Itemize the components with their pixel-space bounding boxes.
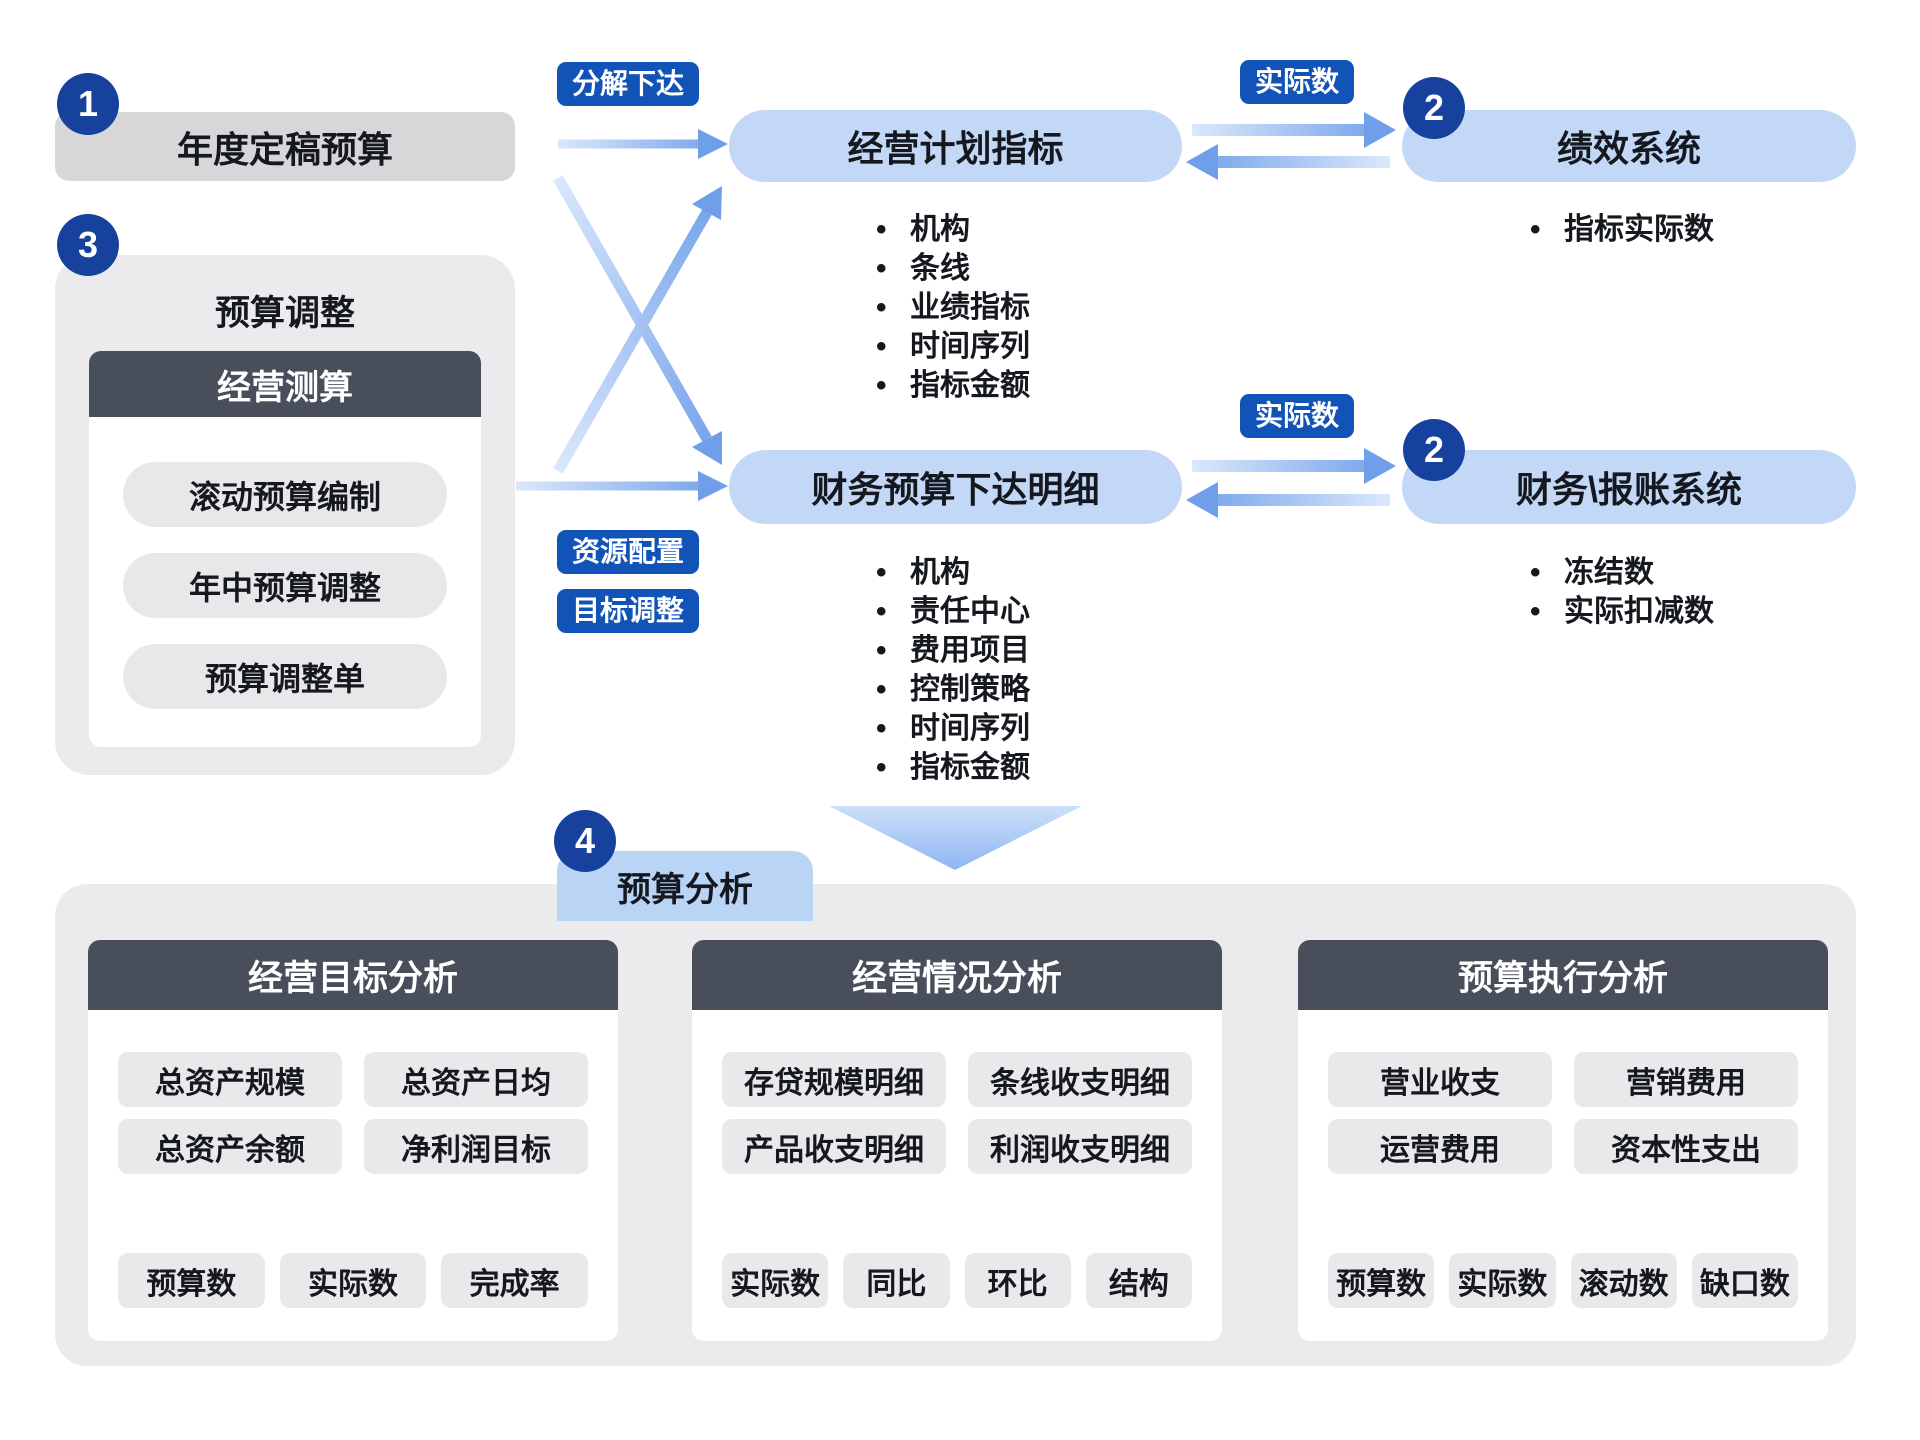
adjust-item-rolling-budget: 滚动预算编制 (123, 462, 447, 527)
analysis-card-body: 存贷规模明细 条线收支明细 产品收支明细 利润收支明细 实际数 同比 环比 结构 (692, 1010, 1222, 1341)
analysis-metric: 同比 (843, 1253, 950, 1308)
bullet-item: 机构 (868, 210, 1030, 249)
analysis-metric: 完成率 (441, 1253, 589, 1308)
plan-indicator-node: 经营计划指标 (729, 110, 1182, 182)
analysis-metric: 结构 (1085, 1253, 1192, 1308)
bullet-item: 指标金额 (868, 748, 1030, 787)
calc-card: 经营测算 滚动预算编制 年中预算调整 预算调整单 (89, 351, 481, 747)
step-badge-4: 4 (554, 810, 616, 872)
analysis-pill: 净利润目标 (364, 1119, 588, 1174)
analysis-metric: 预算数 (118, 1253, 265, 1308)
bullet-item: 指标实际数 (1522, 210, 1714, 249)
analysis-metric-row: 预算数 实际数 完成率 (118, 1253, 589, 1308)
bullet-item: 责任中心 (868, 592, 1030, 631)
analysis-card-situation: 经营情况分析 存贷规模明细 条线收支明细 产品收支明细 利润收支明细 实际数 同… (692, 940, 1222, 1341)
label-actual-mid: 实际数 (1240, 394, 1355, 438)
bullet-item: 冻结数 (1522, 553, 1714, 592)
finance-budget-detail-bullets: 机构 责任中心 费用项目 控制策略 时间序列 指标金额 (868, 553, 1030, 787)
analysis-pill: 资本性支出 (1574, 1119, 1798, 1174)
analysis-metric: 滚动数 (1570, 1253, 1677, 1308)
analysis-pill-grid: 总资产规模 总资产日均 总资产余额 净利润目标 (118, 1052, 588, 1174)
budget-adjust-title: 预算调整 (214, 294, 355, 333)
analysis-pill: 总资产日均 (364, 1052, 588, 1107)
analysis-pill: 利润收支明细 (968, 1119, 1192, 1174)
step-badge-1: 1 (57, 73, 119, 135)
analysis-pill: 营业收支 (1328, 1052, 1552, 1107)
adjust-item-adjust-form: 预算调整单 (123, 644, 447, 709)
bullet-item: 指标金额 (868, 366, 1030, 405)
performance-system-bullets: 指标实际数 (1522, 210, 1714, 249)
annual-budget-node: 年度定稿预算 (55, 112, 515, 181)
analysis-card-title: 预算执行分析 (1298, 940, 1828, 1010)
performance-system-node: 绩效系统 (1402, 110, 1856, 182)
analysis-card-title: 经营目标分析 (88, 940, 618, 1010)
analysis-pill: 条线收支明细 (968, 1052, 1192, 1107)
analysis-card-title: 经营情况分析 (692, 940, 1222, 1010)
bullet-item: 时间序列 (868, 327, 1030, 366)
step-badge-2-performance: 2 (1403, 77, 1465, 139)
analysis-pill: 产品收支明细 (722, 1119, 946, 1174)
analysis-metric: 预算数 (1328, 1253, 1435, 1308)
analysis-metric: 环比 (964, 1253, 1071, 1308)
calc-card-header: 经营测算 (89, 351, 481, 417)
calc-card-body: 滚动预算编制 年中预算调整 预算调整单 (89, 417, 481, 747)
analysis-card-body: 总资产规模 总资产日均 总资产余额 净利润目标 预算数 实际数 完成率 (88, 1010, 618, 1341)
analysis-pill-grid: 存贷规模明细 条线收支明细 产品收支明细 利润收支明细 (722, 1052, 1192, 1174)
analysis-metric: 缺口数 (1691, 1253, 1798, 1308)
adjust-item-midyear-adjust: 年中预算调整 (123, 553, 447, 618)
analysis-metric: 实际数 (722, 1253, 829, 1308)
analysis-pill-grid: 营业收支 营销费用 运营费用 资本性支出 (1328, 1052, 1798, 1174)
analysis-card-body: 营业收支 营销费用 运营费用 资本性支出 预算数 实际数 滚动数 缺口数 (1298, 1010, 1828, 1341)
analysis-tab: 预算分析 (557, 851, 813, 921)
bullet-item: 机构 (868, 553, 1030, 592)
bullet-item: 业绩指标 (868, 288, 1030, 327)
analysis-pill: 营销费用 (1574, 1052, 1798, 1107)
analysis-pill: 运营费用 (1328, 1119, 1552, 1174)
finance-budget-detail-node: 财务预算下达明细 (729, 450, 1182, 524)
step-badge-3: 3 (57, 214, 119, 276)
label-target-adjust: 目标调整 (557, 589, 700, 633)
bullet-item: 实际扣减数 (1522, 592, 1714, 631)
report-system-node: 财务\报账系统 (1402, 450, 1856, 524)
analysis-panel: 经营目标分析 总资产规模 总资产日均 总资产余额 净利润目标 预算数 实际数 完… (55, 884, 1856, 1366)
analysis-card-execution: 预算执行分析 营业收支 营销费用 运营费用 资本性支出 预算数 实际数 滚动数 … (1298, 940, 1828, 1341)
bullet-item: 条线 (868, 249, 1030, 288)
report-system-bullets: 冻结数 实际扣减数 (1522, 553, 1714, 631)
analysis-metric: 实际数 (279, 1253, 427, 1308)
budget-adjust-panel: 预算调整 经营测算 滚动预算编制 年中预算调整 预算调整单 (55, 255, 515, 775)
bullet-item: 控制策略 (868, 670, 1030, 709)
analysis-card-goal: 经营目标分析 总资产规模 总资产日均 总资产余额 净利润目标 预算数 实际数 完… (88, 940, 618, 1341)
analysis-metric: 实际数 (1449, 1253, 1556, 1308)
analysis-pill: 存贷规模明细 (722, 1052, 946, 1107)
bullet-item: 费用项目 (868, 631, 1030, 670)
analysis-metric-row: 实际数 同比 环比 结构 (722, 1253, 1192, 1308)
analysis-pill: 总资产余额 (118, 1119, 342, 1174)
analysis-pill: 总资产规模 (118, 1052, 342, 1107)
label-actual-top: 实际数 (1240, 60, 1355, 104)
label-decompose: 分解下达 (557, 62, 700, 106)
analysis-metric-row: 预算数 实际数 滚动数 缺口数 (1328, 1253, 1798, 1308)
label-resource-config: 资源配置 (557, 530, 700, 574)
plan-indicator-bullets: 机构 条线 业绩指标 时间序列 指标金额 (868, 210, 1030, 405)
step-badge-2-report: 2 (1403, 419, 1465, 481)
bullet-item: 时间序列 (868, 709, 1030, 748)
